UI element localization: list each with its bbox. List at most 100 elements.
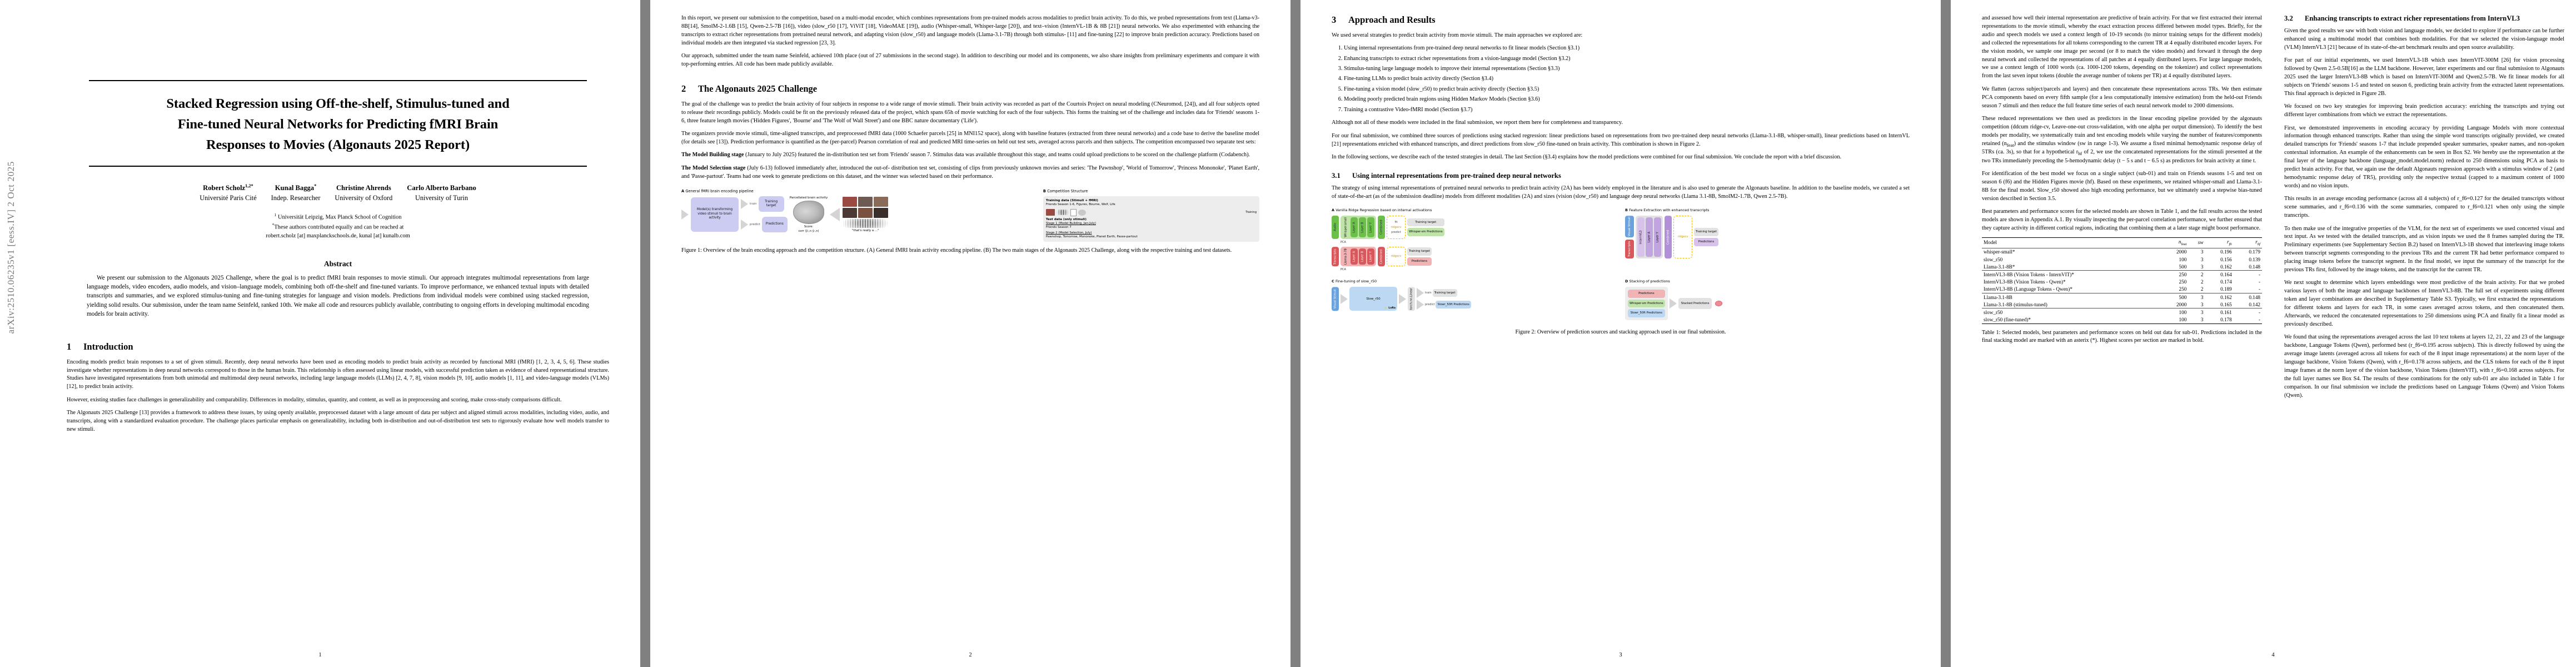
layer-a: Layer A [1351,248,1358,265]
abstract-heading: Abstract [323,259,352,268]
panel-b-title: Feature Extraction with enhanced transcr… [1629,207,1710,212]
author-affiliation: Indep. Researcher [271,193,321,202]
affil-line-2-text: These authors contributed equally and ca… [274,224,404,231]
ridgecv-label: ridgecv [1391,225,1402,229]
page-4-left-column: and assessed how well their internal rep… [1982,14,2262,650]
cell-rf6: 0.196 [2205,247,2234,256]
panel-c-heading: C Fine-tuning of slow_r50 [1332,279,1616,283]
ridge-dash-box: fit ridgecv predict [1387,215,1406,239]
subsection-number: 3.1 [1332,172,1341,180]
arrow-icon [1669,298,1677,308]
frame-thumb [874,207,889,218]
p4-left-paragraph-3: These reduced representations we then us… [1982,115,2262,164]
llama-stack: Llama-3-7B Layer A Layer B Layer Y [1341,246,1376,266]
whisper-predictions-chip: Whisper-sm Predictions [1628,299,1665,308]
cell-rf6: 0.162 [2205,292,2234,301]
p3-sub31-paragraph-1: The strategy of using internal represent… [1332,185,1910,200]
cell-rf6: 0.164 [2205,270,2234,278]
panel-a-title: Vanilla Ridge Regression based on intern… [1336,207,1432,212]
figure-2-panel-c: C Fine-tuning of slow_r50 Visual Stimuli… [1332,279,1616,323]
author-entry: Robert Scholz1,2* Université Paris Cité [200,183,256,202]
layer-b: Layer B [1359,217,1366,237]
cell-nfeat: 250 [2162,270,2189,278]
cell-sw: 3 [2200,301,2204,307]
figure-2-grid: A Vanilla Ridge Regression based on inte… [1332,208,1910,323]
cell-model: InternVL3-8B (Vision Tokens - Qwen)* [1984,279,2066,285]
section-title: The Algonauts 2025 Challenge [698,83,818,94]
p4-left-paragraph-1: and assessed how well their internal rep… [1982,15,2262,79]
table-row: InternVL3-8B (Vision Tokens - InternVIT)… [1982,270,2262,278]
cell-rf6: 0.178 [2205,316,2234,324]
abstract-body: We present our submission to the Algonau… [87,274,589,318]
training-data-sub: Friends Season 1-6, Figures, Bourne, Wol… [1045,203,1115,207]
whisper-label: Whisper-small [1342,217,1349,237]
page-number: 1 [318,652,322,658]
cell-sw: 3 [2188,247,2205,256]
table-1-caption: Table 1: Selected models, best parameter… [1982,329,2262,344]
author-name: Robert Scholz [203,183,246,192]
bolt-icon: ⚡ [1384,306,1387,311]
figure-2-panel-a: A Vanilla Ridge Regression based on inte… [1332,208,1616,271]
section-heading-introduction: 1 Introduction [67,341,609,352]
p2-stage-model-building: The Model Building stage (January to Jul… [681,151,1259,160]
table-row: slow_r50 100 3 0.156 0.139 [1982,256,2262,263]
subsection-number: 3.2 [2284,14,2293,22]
stage-model-label: The Model Building stage [681,152,744,158]
page-title: Stacked Regression using Off-the-shelf, … [77,93,599,156]
page-3: 3 Approach and Results We used several s… [1301,0,1941,667]
section-heading-challenge: 2 The Algonauts 2025 Challenge [681,83,1259,94]
cell-model: whisper-small* [1982,247,2163,256]
p4-sub32-paragraph-2: For part of our initial experiments, we … [2284,57,2564,97]
list-item: Fine-tuning LLMs to predict brain activi… [1344,75,1910,83]
subsection-title: Enhancing transcripts to extract richer … [2305,14,2520,22]
p4-left-paragraph-4: For identification of the best model we … [1982,171,2262,202]
llama-predictions-chip: Predictions [1407,257,1432,266]
figure-2-panel-b: B Feature Extraction with enhanced trans… [1625,208,1910,271]
figure-1-panel-a: A General fMRI brain encoding pipeline M… [681,189,1034,233]
ridgecv-label: ridgecv [1677,235,1688,239]
page-number: 3 [1619,652,1622,658]
cell-nfeat: 250 [2179,279,2187,285]
affil-sup-1: 1 [274,212,277,217]
cell-sw: 2 [2188,270,2205,278]
brain-icon [1078,209,1086,216]
frame-thumb [843,196,858,207]
affiliation-note-line-1: 1 Universität Leipzig, Max Planck School… [67,212,609,222]
cell-nfeat: 500 [2162,292,2189,301]
cell-rhf: - [2258,279,2260,285]
section-title: Approach and Results [1348,14,1436,25]
training-target-box: Training target [758,196,784,212]
section-heading-approach: 3 Approach and Results [1332,14,1910,26]
author-list: Robert Scholz1,2* Université Paris Cité … [67,183,609,202]
cell-rhf: - [2258,286,2260,292]
col-header-model: Model [1982,237,2163,248]
internvl-label: InternVL3 [1637,217,1645,257]
ridgecv-label: ridgecv [1391,255,1402,258]
combined-tab: Combined [1378,246,1385,266]
arrow-icon [1417,288,1424,298]
predictions-box: Predictions [761,217,788,233]
list-item: Stimulus-tuning large language models to… [1344,65,1910,73]
list-item: Modeling poorly predicted brain regions … [1344,96,1910,104]
intro-paragraph-3: The Algonauts 2025 Challenge [13] provid… [67,410,609,432]
panel-a-heading: A Vanilla Ridge Regression based on inte… [1332,208,1616,212]
brain-icon [793,200,825,224]
panel-d-title: Stacking of predictions [1629,278,1670,283]
figure-2: A Vanilla Ridge Regression based on inte… [1332,208,1910,323]
arrow-icon [681,209,689,220]
section-title: Introduction [83,341,133,352]
arrow-icon [741,199,748,210]
table-row: InternVL3-8B (Vision Tokens - Qwen)* 250… [1982,278,2262,286]
author-entry: Carlo Alberto Barbano University of Turi… [407,183,476,202]
cell-sw: 3 [2200,256,2204,262]
layer-y: Layer Y [1367,217,1374,237]
list-item: Using internal representations from pre-… [1344,44,1910,53]
author-affiliation: University of Oxford [335,193,393,202]
list-item: Fine-tuning a vision model (slow_r50) to… [1344,86,1910,94]
fit-label: fit [1394,220,1398,224]
cell-rf6: 0.174 [2220,279,2232,285]
subsection-heading-31: 3.1 Using internal representations from … [1332,172,1910,180]
stage-model-text: (January to July 2025) featured the in-d… [745,152,1250,158]
figure-1-panel-a-label: A General fMRI brain encoding pipeline [681,189,1034,193]
